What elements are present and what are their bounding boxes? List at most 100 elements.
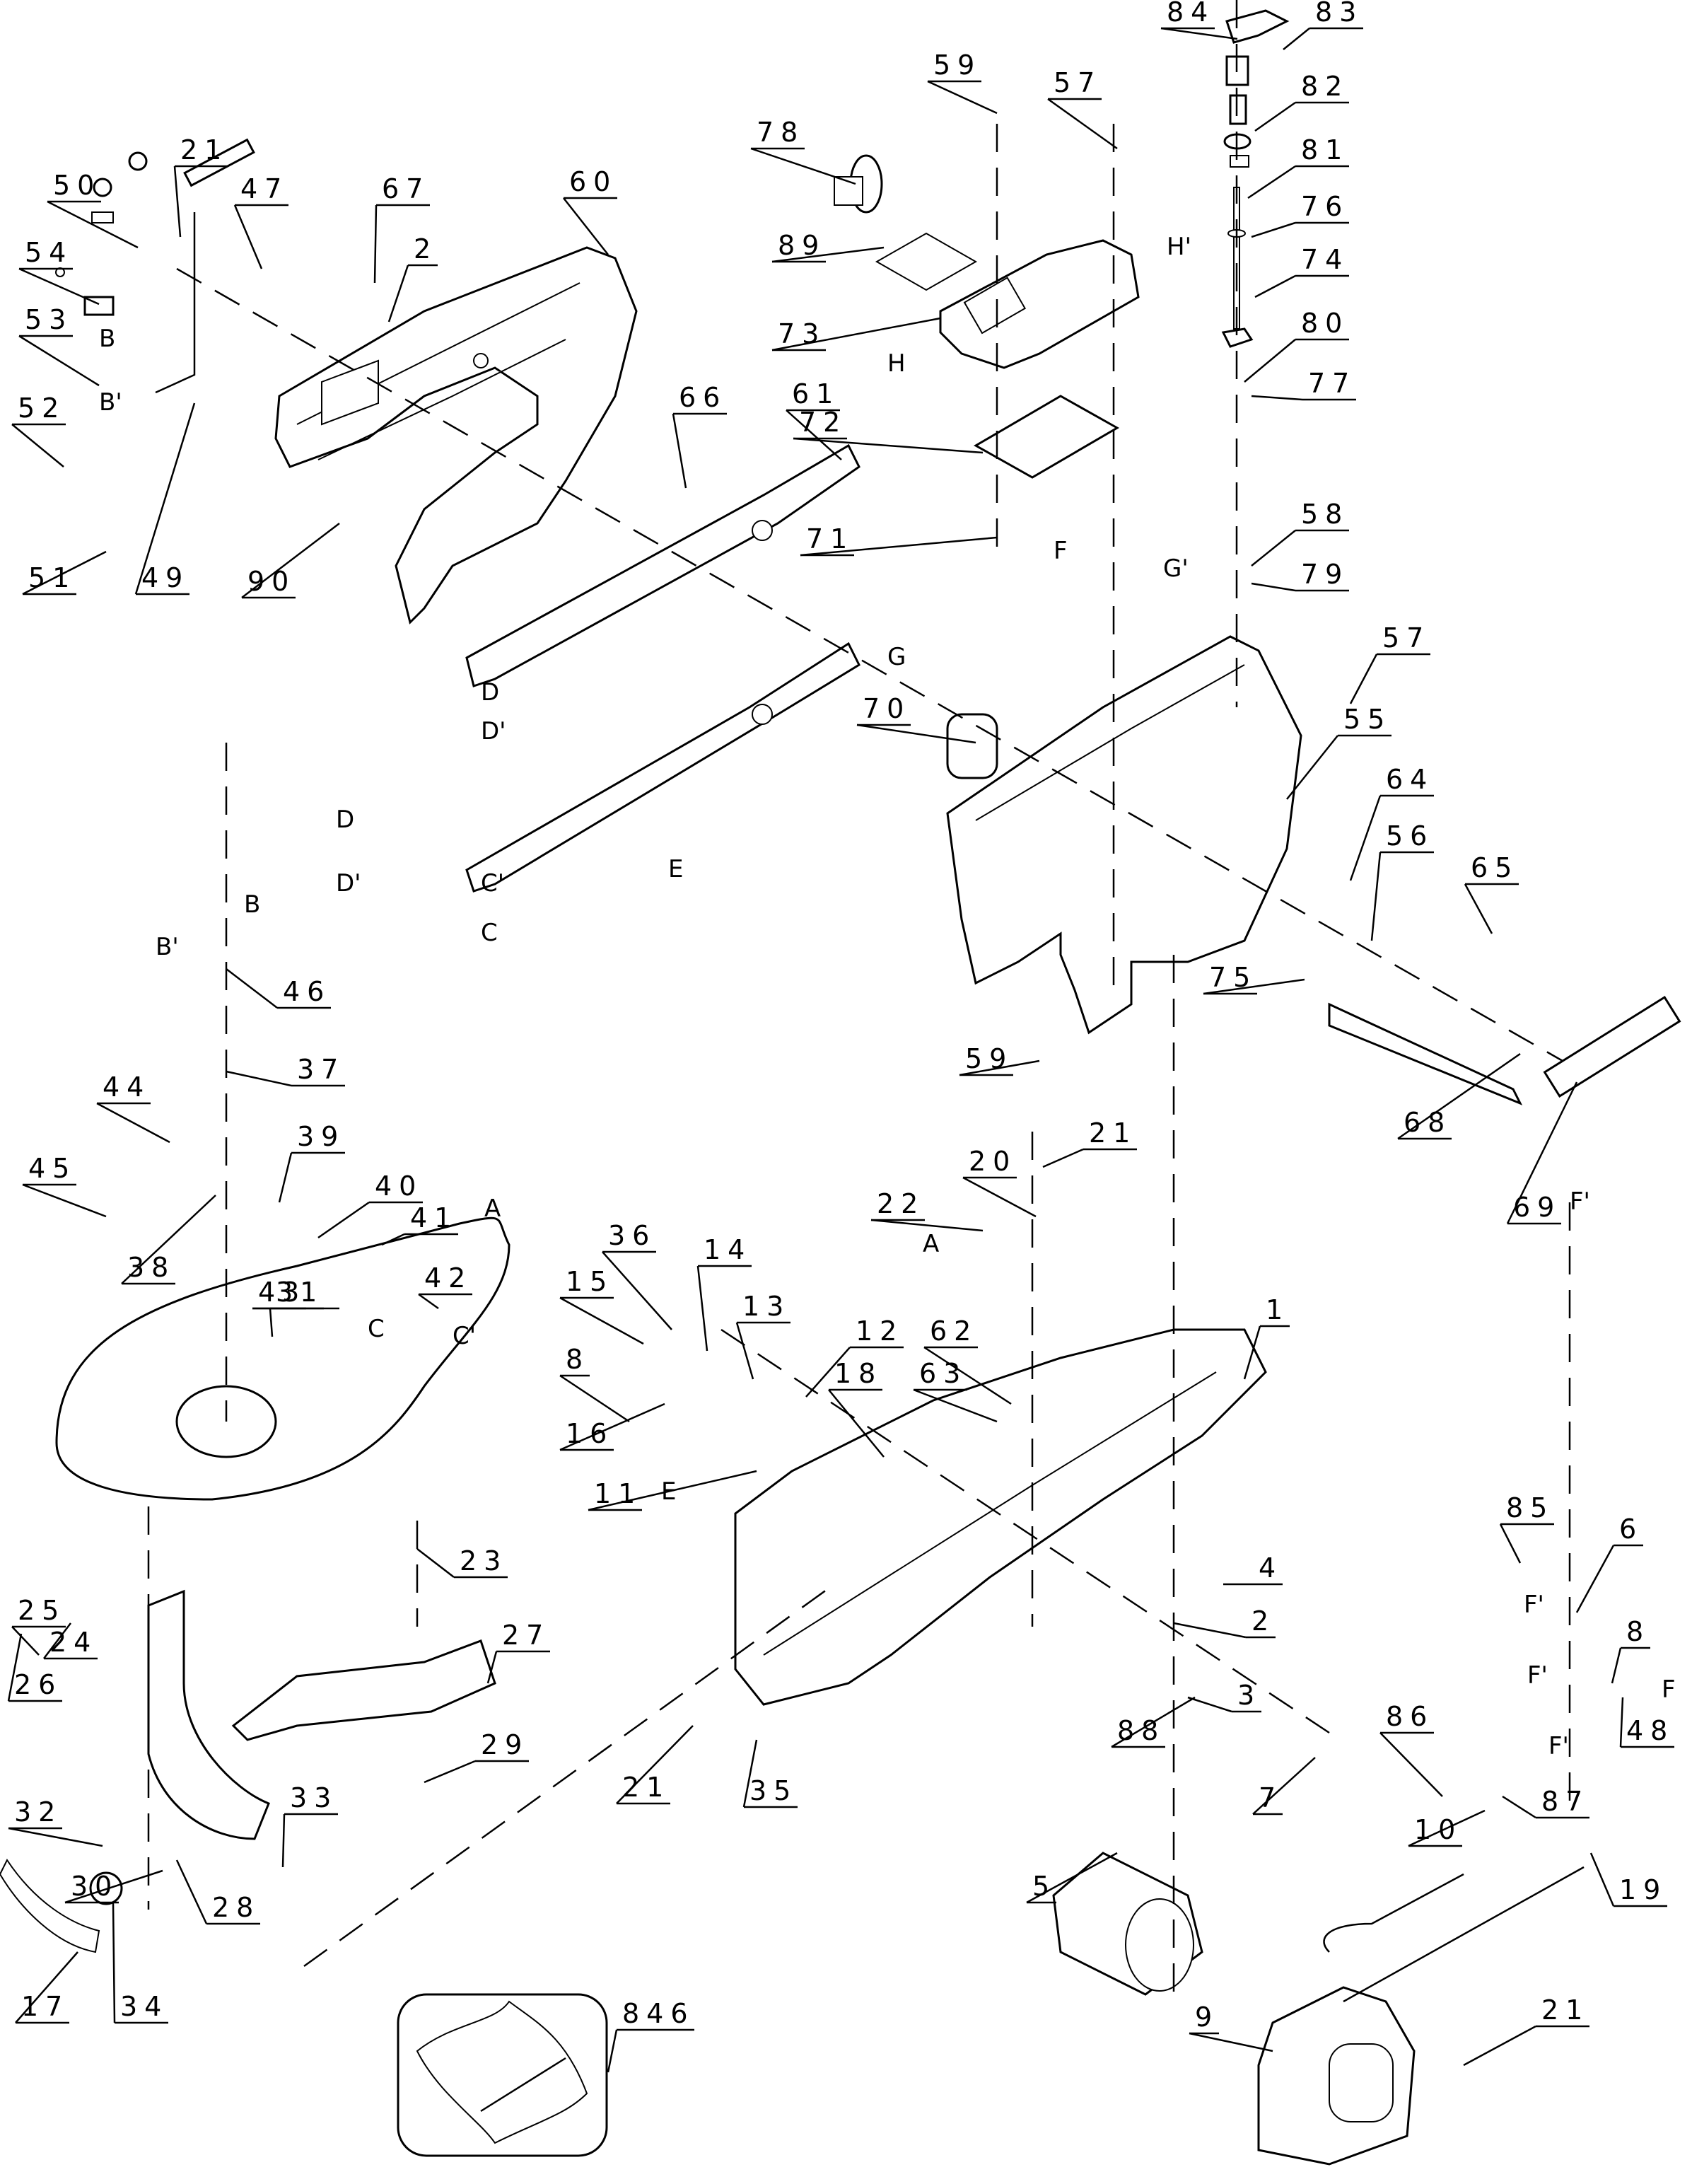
callout-15: 15 (559, 1266, 644, 1345)
leader-pointer (22, 1183, 107, 1218)
part-number-4: 4 (1259, 1552, 1283, 1584)
part-number-81: 81 (1301, 134, 1349, 165)
cover-plate (973, 395, 1120, 479)
reference-letter: F (1054, 537, 1068, 565)
leader-pointer (373, 204, 378, 284)
callout-52: 52 (11, 393, 66, 467)
callout-12: 12 (805, 1315, 904, 1398)
part-number-8: 8 (566, 1344, 590, 1375)
reference-letter: D (336, 806, 354, 834)
part-number-32: 32 (14, 1796, 62, 1828)
leader-pointer (750, 147, 856, 185)
callout-35: 35 (742, 1739, 798, 1808)
leader-pointer (281, 1813, 286, 1868)
part-number-64: 64 (1386, 764, 1434, 795)
callout-68: 68 (1397, 1052, 1521, 1140)
part-number-51: 51 (28, 562, 76, 593)
callout-81: 81 (1247, 134, 1349, 199)
callout-79: 79 (1251, 559, 1349, 592)
callout-57: 57 (1047, 67, 1118, 150)
callout-75: 75 (1203, 962, 1305, 995)
reference-letter: D' (481, 717, 506, 745)
callout-36: 36 (602, 1220, 672, 1330)
part-number-46: 46 (283, 976, 331, 1007)
reference-letter: E (661, 1477, 676, 1506)
reference-letter: D (481, 678, 499, 707)
part-number-49: 49 (141, 562, 189, 593)
saw-table (55, 1216, 510, 1501)
leader-pointer (8, 1827, 103, 1847)
reference-letter: F' (1548, 1732, 1569, 1760)
callout-88: 88 (1111, 1696, 1196, 1748)
part-number-74: 74 (1301, 244, 1349, 275)
leader-pointer (1251, 221, 1296, 238)
leader-pointer (22, 550, 107, 596)
warning-label (321, 359, 379, 426)
leader-pointer (1502, 1795, 1536, 1819)
part-number-25: 25 (18, 1595, 66, 1626)
part-number-13: 13 (742, 1291, 790, 1322)
callout-8: 8 (559, 1344, 630, 1423)
leader-pointer (47, 200, 139, 249)
part-number-2: 2 (414, 233, 438, 265)
callout-19: 19 (1589, 1852, 1667, 1907)
leader-pointer (913, 1388, 998, 1423)
leader-pointer (269, 1308, 274, 1337)
leader-pointer (1619, 1697, 1624, 1748)
leader-pointer (828, 1389, 885, 1458)
callout-80: 80 (1244, 308, 1349, 383)
callout-23: 23 (416, 1545, 508, 1579)
part-number-5: 5 (1032, 1871, 1056, 1902)
dust-chute (231, 1639, 496, 1741)
callout-45: 45 (22, 1153, 107, 1218)
callout-9: 9 (1189, 2002, 1273, 2052)
leader-pointer (1251, 582, 1296, 592)
reference-letter: G (887, 643, 906, 671)
callout-17: 17 (15, 1951, 78, 2024)
part-number-85: 85 (1506, 1492, 1554, 1523)
reference-letter: B (99, 325, 115, 353)
part-number-72: 72 (799, 407, 847, 438)
callout-78: 78 (750, 117, 856, 185)
part-number-62: 62 (930, 1315, 978, 1347)
part-callouts: 1223456788910111213141516171819202121212… (7, 0, 1674, 2073)
callout-21: 21 (173, 134, 228, 238)
leader-pointer (11, 424, 64, 467)
leader-pointer (1247, 165, 1296, 199)
part-number-26: 26 (14, 1669, 62, 1700)
part-number-43: 43 (258, 1277, 306, 1308)
part-number-41: 41 (410, 1202, 458, 1233)
callout-18: 18 (828, 1358, 885, 1458)
part-number-8: 8 (1626, 1616, 1650, 1647)
part-number-21: 21 (622, 1772, 670, 1803)
reference-letter: B (244, 890, 260, 919)
part-number-30: 30 (71, 1871, 119, 1902)
reference-letter: F' (1570, 1187, 1590, 1216)
hardware-bag-inset (397, 1993, 608, 2157)
callout-8: 8 (1611, 1616, 1650, 1684)
part-number-35: 35 (749, 1775, 798, 1806)
part-number-7: 7 (1259, 1782, 1283, 1813)
part-number-63: 63 (919, 1358, 967, 1389)
leader-pointer (11, 1626, 40, 1656)
part-number-21: 21 (180, 134, 228, 165)
callout-86: 86 (1379, 1701, 1443, 1797)
leader-pointer (1349, 654, 1378, 704)
leader-pointer (1464, 883, 1493, 934)
leader-pointer (856, 724, 976, 744)
part-number-57: 57 (1382, 622, 1430, 654)
leader-pointer (1187, 1696, 1232, 1713)
leader-pointer (696, 1265, 708, 1352)
callout-21: 21 (1042, 1117, 1137, 1168)
part-number-9: 9 (1195, 2002, 1219, 2033)
callout-42: 42 (418, 1262, 472, 1310)
part-number-31: 31 (276, 1277, 324, 1308)
leader-pointer (381, 1233, 405, 1246)
part-number-73: 73 (778, 318, 826, 349)
part-number-15: 15 (566, 1266, 614, 1297)
callout-29: 29 (424, 1729, 529, 1784)
part-number-42: 42 (424, 1262, 472, 1294)
callout-60: 60 (563, 166, 617, 255)
leader-pointer (1286, 735, 1338, 800)
